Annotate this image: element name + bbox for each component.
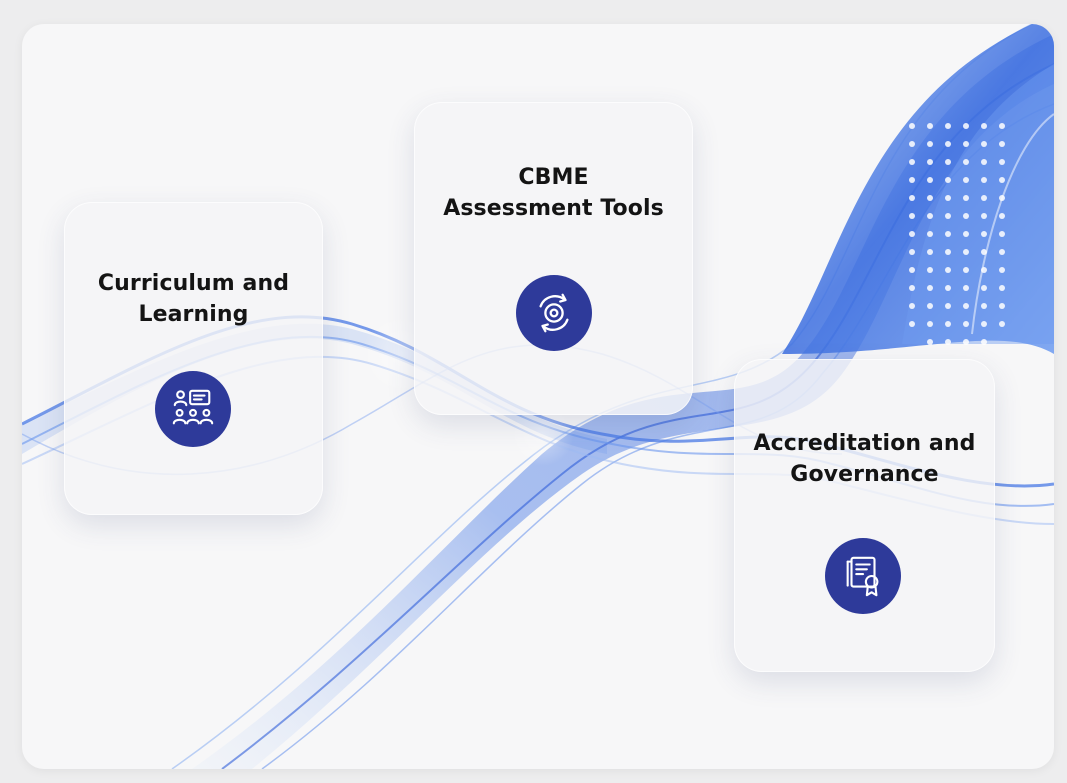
certificate-award-icon	[825, 538, 901, 614]
card-curriculum-and-learning: Curriculum and Learning	[64, 202, 323, 515]
infographic-canvas: Curriculum and Learning CBME Assessment	[22, 24, 1054, 769]
card-title-line: Accreditation and	[753, 431, 976, 456]
card-title-line: Learning	[138, 302, 249, 327]
card-title-line: CBME	[518, 165, 589, 190]
card-title: Accreditation and Governance	[734, 428, 995, 490]
card-accreditation-and-governance: Accreditation and Governance	[734, 359, 995, 672]
card-title-line: Governance	[790, 462, 939, 487]
cycle-target-icon	[516, 275, 592, 351]
card-title-line: Assessment Tools	[443, 196, 664, 221]
card-title: CBME Assessment Tools	[414, 162, 693, 224]
card-cbme-assessment-tools: CBME Assessment Tools	[414, 102, 693, 415]
card-title-line: Curriculum and	[97, 271, 290, 296]
card-title: Curriculum and Learning	[64, 268, 323, 330]
classroom-training-icon	[155, 371, 231, 447]
